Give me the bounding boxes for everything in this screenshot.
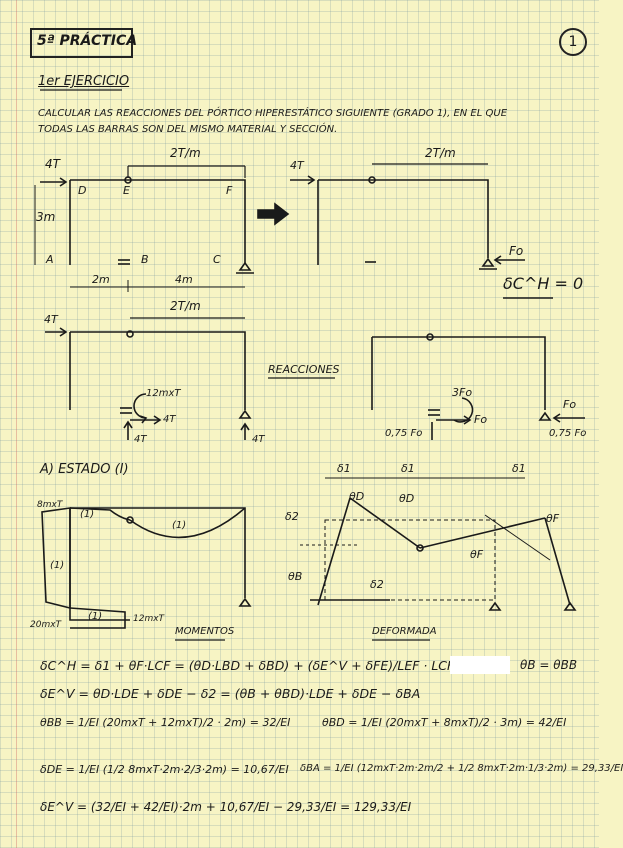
state-label: A) ESTADO (I) [40,462,129,477]
delta1-c: δ1 [512,462,526,475]
theta-d: θD [349,490,365,503]
redacted-area [450,656,510,674]
reacciones-label: REACCIONES [268,363,340,376]
statement-line-1: CALCULAR LAS REACCIONES DEL PÓRTICO HIPE… [38,108,508,119]
frame-1-diagram [34,165,254,292]
equation-1-right: θB = θBB [520,658,578,672]
graph-paper-background [0,0,599,848]
frame3-v-react-left: 4T [134,434,147,445]
equation-1: δC^H = δ1 + θF·LCF = (θD·LBD + δBD) + (δ… [40,658,455,673]
frame3-dist-load: 2T/m [170,299,201,313]
delta2-a: δ2 [285,510,299,523]
moment-diagram [41,507,252,629]
moment-bottom-left: 20mxT [30,620,62,630]
span2-dim: 4m [175,273,193,286]
delta2-b: δ2 [370,578,384,591]
node-e: E [123,184,130,197]
theta-f-2: θF [470,548,484,561]
margin-line [16,0,17,848]
node-d: D [78,184,87,197]
delta1-b: δ1 [401,462,415,475]
moment-top-left: 8mxT [37,500,63,510]
moment-left-bar: (1) [50,560,65,571]
frame2-load: 4T [290,159,304,172]
frame1-load: 4T [45,157,60,171]
frame4-v-right: 0,75 Fo [549,428,587,439]
theta-b: θB [288,570,303,583]
frame4-moment: 3Fo [452,386,473,399]
frame4-h-force: Fo [474,413,488,426]
height-dim: 3m [36,210,56,224]
node-c: C [213,253,221,266]
moment-region-2: (1) [172,520,187,531]
theta-d-2: θD [399,492,415,505]
page-title: 5ª PRÁCTICA [37,33,138,49]
moment-region-1: (1) [80,509,95,520]
equation-3b: θBD = 1/EI (20mxT + 8mxT)/2 · 3m) = 42/E… [322,716,567,729]
frame3-moment: 12mxT [146,388,181,399]
moment-bottom-right: 12mxT [133,614,165,624]
redundant-force: Fo [509,244,524,258]
frame1-dist-load: 2T/m [170,146,201,160]
deformada-caption: DEFORMADA [372,626,437,637]
frame4-v-left: 0,75 Fo [385,428,423,439]
node-b: B [141,253,149,266]
delta1-a: δ1 [337,462,351,475]
frame4-right-force: Fo [563,398,577,411]
equation-4b: δBA = 1/EI (12mxT·2m·2m/2 + 1/2 8mxT·2m·… [300,763,623,774]
equation-3a: θBB = 1/EI (20mxT + 12mxT)/2 · 2m) = 32/… [40,716,291,729]
node-f: F [226,184,233,197]
frame-3-diagram [45,317,252,440]
sketches-layer [34,89,585,641]
exercise-heading: 1er EJERCICIO [38,74,130,89]
page-number: 1 [559,28,587,56]
frame3-h-react: 4T [163,414,176,425]
frame2-dist-load: 2T/m [425,146,456,160]
statement-line-2: TODAS LAS BARRAS SON DEL MISMO MATERIAL … [38,124,338,135]
equation-2: δE^V = θD·LDE + δDE − δ2 = (θB + θBD)·LD… [40,686,421,701]
title-box [30,28,133,58]
equation-4a: δDE = 1/EI (1/2 8mxT·2m·2/3·2m) = 10,67/… [40,763,289,776]
deformed-shape-diagram [300,477,577,611]
transform-arrow [257,202,290,226]
equation-5: δE^V = (32/EI + 42/EI)·2m + 10,67/EI − 2… [40,800,412,814]
moments-caption: MOMENTOS [175,626,235,637]
theta-f: θF [546,512,560,525]
frame-4-diagram [371,333,585,440]
frame3-v-react-right: 4T [252,434,265,445]
span1-dim: 2m [92,273,110,286]
moment-bar-label: (1) [88,611,103,622]
frame-2-diagram [290,163,525,270]
compatibility-condition: δC^H = 0 [503,274,584,293]
frame3-load: 4T [44,313,58,326]
node-a: A [46,253,54,266]
